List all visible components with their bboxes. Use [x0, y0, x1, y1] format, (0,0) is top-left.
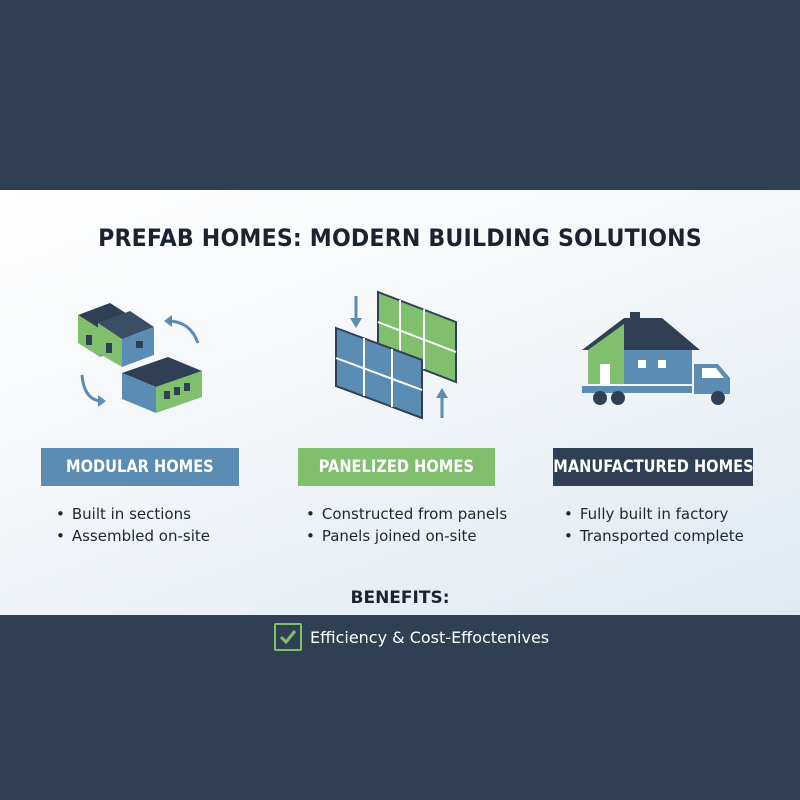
list-item: Assembled on-site — [56, 525, 210, 547]
list-item: Transported complete — [564, 525, 744, 547]
modular-homes-label: MODULAR HOMES — [41, 448, 239, 486]
list-item: Panels joined on-site — [306, 525, 507, 547]
manufactured-homes-list: Fully built in factory Transported compl… — [564, 503, 744, 547]
list-item: Constructed from panels — [306, 503, 507, 525]
list-item: Fully built in factory — [564, 503, 744, 525]
panelized-homes-list: Constructed from panels Panels joined on… — [306, 503, 507, 547]
benefit-item: Efficiency & Cost-Effoctenives — [274, 622, 549, 652]
checkbox-icon — [274, 623, 302, 651]
panelized-homes-label: PANELIZED HOMES — [298, 448, 495, 486]
benefits-heading: BENEFITS: — [350, 588, 450, 608]
modular-buildings-icon — [70, 295, 220, 420]
modular-homes-list: Built in sections Assembled on-site — [56, 503, 210, 547]
manufactured-homes-label: MANUFACTURED HOMES — [553, 448, 753, 486]
page-title: PREFAB HOMES: MODERN BUILDING SOLUTIONS — [98, 224, 702, 252]
list-item: Built in sections — [56, 503, 210, 525]
benefit-text: Efficiency & Cost-Effoctenives — [310, 627, 550, 647]
house-on-truck-icon — [578, 312, 743, 412]
wall-panels-icon — [330, 288, 470, 423]
